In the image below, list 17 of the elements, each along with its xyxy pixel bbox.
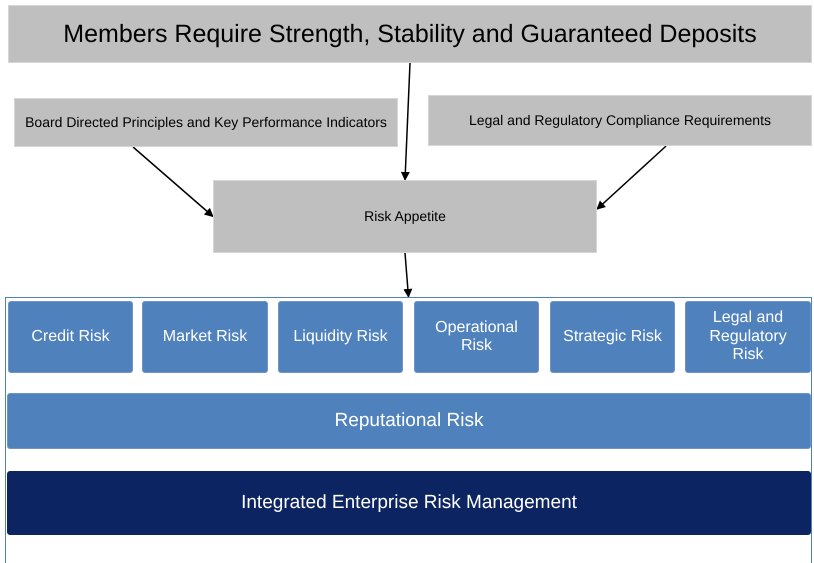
risk-box: Integrated Enterprise Risk Management <box>7 471 811 535</box>
process-box: Members Require Strength, Stability and Guaranteed Deposits <box>8 5 812 63</box>
arrow <box>596 145 667 210</box>
process-box: Risk Appetite <box>213 180 597 253</box>
arrow <box>132 146 214 218</box>
arrow <box>400 62 411 181</box>
process-box: Legal and Regulatory Compliance Requirements <box>428 95 812 146</box>
risk-box: Operational Risk <box>414 301 539 373</box>
risk-box: Credit Risk <box>8 301 133 373</box>
risk-box: Market Risk <box>142 301 268 373</box>
process-box: Board Directed Principles and Key Performance Indicators <box>14 98 398 147</box>
risk-box: Reputational Risk <box>7 393 811 449</box>
risk-box: Strategic Risk <box>550 301 675 373</box>
arrow <box>403 252 412 298</box>
risk-box: Legal and Regulatory Risk <box>685 301 811 373</box>
container-frame <box>5 297 812 563</box>
risk-box: Liquidity Risk <box>278 301 403 373</box>
